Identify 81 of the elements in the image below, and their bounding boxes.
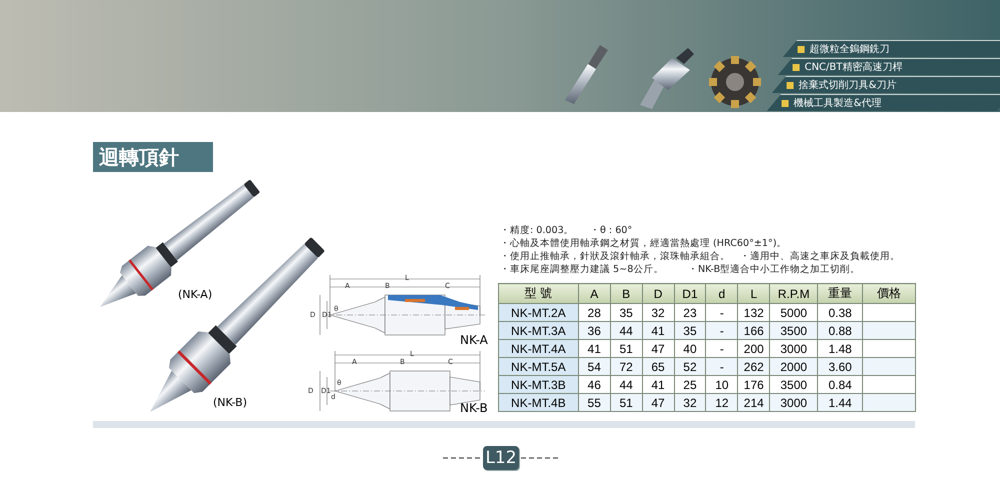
table-value: 176 [738,376,770,394]
table-value: 51 [610,340,642,358]
model-number: NK-MT.4A [498,340,578,358]
column-header: L [738,284,770,304]
column-header: A [578,284,610,304]
table-value: - [706,358,738,376]
table-value: 41 [642,376,674,394]
spec-note: ・車床尾座調整壓力建議 5~8公斤。 [500,263,664,276]
menu-item-text: 捨棄式切削刀具&刀片 [798,78,897,92]
spec-note: ・適用中、高速之車床及負載使用。 [740,250,900,263]
model-label: NK-B [460,401,488,415]
table-value: 44 [610,322,642,340]
spec-note: ・精度: 0.003。 [500,224,574,237]
table-value: 65 [642,358,674,376]
table-value: 132 [738,304,770,322]
table-value: - [706,340,738,358]
table-value: 52 [674,358,706,376]
table-value: 47 [642,340,674,358]
table-value: 28 [578,304,610,322]
table-value: 3.60 [818,358,863,376]
column-header: R.P.M [770,284,818,304]
column-header: 價格 [862,284,916,304]
table-value: 3000 [770,394,818,412]
table-value: 166 [738,322,770,340]
table-value: 23 [674,304,706,322]
column-header: 型 號 [498,284,578,304]
table-value: 32 [642,304,674,322]
table-value: 5000 [770,304,818,322]
table-value: 55 [578,394,610,412]
table-value: 44 [610,376,642,394]
column-header: B [610,284,642,304]
menu-item-text: CNC/BT精密高速刀桿 [804,60,902,74]
table-value: 46 [578,376,610,394]
spec-note: ・使用止推軸承，針狀及滾針軸承，滾珠軸承組合。 [500,250,730,263]
model-label: NK-A [460,333,488,347]
page-number: L12 [483,446,519,470]
table-value: 0.88 [818,322,863,340]
table-value: 200 [738,340,770,358]
table-value: 1.44 [818,394,863,412]
table-value: 72 [610,358,642,376]
model-number: NK-MT.4B [498,394,578,412]
model-number: NK-MT.3A [498,322,578,340]
table-value: - [706,304,738,322]
table-value: 262 [738,358,770,376]
table-value: - [706,322,738,340]
column-header: D [642,284,674,304]
menu-item-text: 機械工具製造&代理 [793,96,882,110]
table-value: 3000 [770,340,818,358]
spec-note: ・θ : 60° [590,224,632,237]
column-header: d [706,284,738,304]
model-label: (NK-A) [178,288,212,301]
table-value: 25 [674,376,706,394]
column-header: 重量 [818,284,863,304]
table-value: 12 [706,394,738,412]
table-value: 0.38 [818,304,863,322]
table-value: 0.84 [818,376,863,394]
table-value: 3500 [770,322,818,340]
spec-note: ・心軸及本體使用軸承鋼之材質，經適當熱處理 (HRC60°±1°)。 [500,237,787,250]
table-value: 35 [610,304,642,322]
table-value: 32 [674,394,706,412]
model-number: NK-MT.2A [498,304,578,322]
table-value: 10 [706,376,738,394]
table-value: 40 [674,340,706,358]
model-number: NK-MT.5A [498,358,578,376]
model-label: (NK-B) [213,396,247,409]
spec-note: ・NK-B型適合中小工作物之加工切削。 [688,263,860,276]
model-number: NK-MT.3B [498,376,578,394]
table-value: 1.48 [818,340,863,358]
table-value: 51 [610,394,642,412]
table-value: 214 [738,394,770,412]
table-value: 36 [578,322,610,340]
table-value: 41 [642,322,674,340]
table-value: 41 [578,340,610,358]
table-value: 3500 [770,376,818,394]
table-value: 54 [578,358,610,376]
menu-item-text: 超微粒全鎢鋼銑刀 [810,42,890,56]
column-header: D1 [674,284,706,304]
table-value: 35 [674,322,706,340]
page-title: 迴轉頂針 [99,144,179,170]
table-value: 47 [642,394,674,412]
table-value: 2000 [770,358,818,376]
